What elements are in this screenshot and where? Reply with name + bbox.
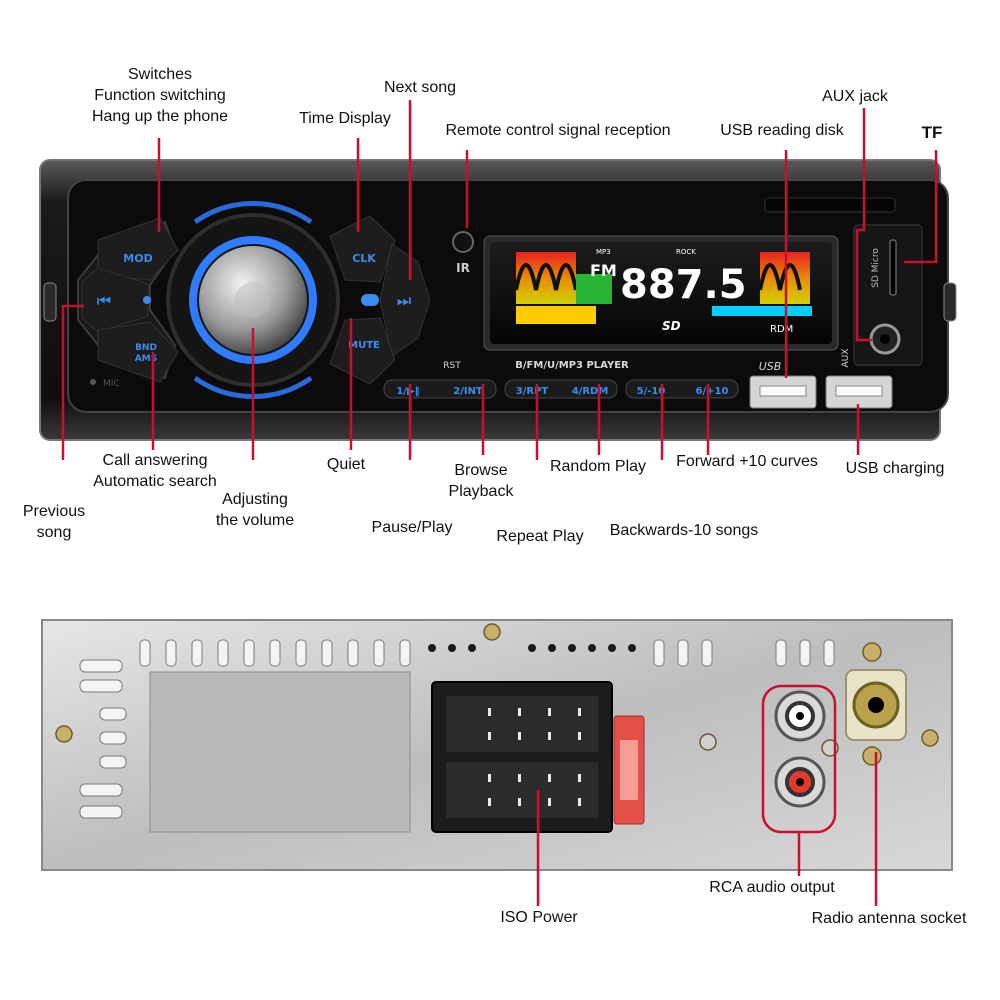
label-quiet: Quiet <box>326 456 366 473</box>
mod-label: MOD <box>123 252 152 265</box>
next-button[interactable] <box>379 243 431 357</box>
lcd-rock: ROCK <box>676 248 696 256</box>
ir-label: IR <box>456 261 470 275</box>
preset-bar-3[interactable] <box>625 379 739 399</box>
prev-button[interactable] <box>81 267 149 333</box>
label-time-display: Time Display <box>299 110 391 127</box>
preset-bar-2[interactable] <box>504 379 618 399</box>
preset-4: 4/RDM <box>572 386 609 397</box>
label-usb-charging: USB charging <box>845 460 945 477</box>
preset-6: 6/+10 <box>696 386 729 397</box>
clk-label: CLK <box>352 252 376 265</box>
mute-label: MUTE <box>348 340 380 351</box>
label-rca-output: RCA audio output <box>709 879 835 896</box>
back-plate-inset <box>149 671 411 833</box>
back-callouts <box>536 684 878 906</box>
lcd-mp3: MP3 <box>596 248 611 256</box>
label-next-song: Next song <box>383 79 457 96</box>
label-repeat-play: Repeat Play <box>496 528 584 545</box>
player-label: B/FM/U/MP3 PLAYER <box>515 360 629 371</box>
label-forward-curves: Forward +10 curves <box>676 453 818 470</box>
mic-label: MIC <box>103 379 120 389</box>
lcd-fm: FM <box>590 261 617 280</box>
usb-label: USB <box>759 360 782 373</box>
clk-button[interactable] <box>329 215 396 283</box>
volume-knob[interactable] <box>199 246 307 354</box>
label-tf: TF <box>921 123 943 142</box>
label-usb-reading: USB reading disk <box>720 122 844 139</box>
front-panel-illustration: MOD BND AMS CLK MUTE ⏮ ⏭ MIC IR FM 887.5… <box>39 100 957 460</box>
eq-left <box>514 252 612 324</box>
prev-icon: ⏮ <box>97 291 111 310</box>
led-arc-top <box>193 201 313 225</box>
label-antenna-socket: Radio antenna socket <box>811 910 967 927</box>
label-aux-jack: AUX jack <box>822 88 888 105</box>
rst-label: RST <box>443 361 461 371</box>
iso-connector[interactable] <box>431 681 613 833</box>
label-pause-play: Pause/Play <box>371 519 453 536</box>
vent-slots-left <box>79 659 127 819</box>
rca-outputs[interactable] <box>774 690 826 808</box>
lcd-rdm: RDM <box>770 324 793 335</box>
mic-hole <box>90 379 96 385</box>
lcd-sd: SD <box>662 319 681 333</box>
next-icon: ⏭ <box>397 291 411 310</box>
preset-1: 1/▶‖ <box>396 386 419 397</box>
preset-bar-1[interactable] <box>383 379 497 399</box>
bnd-ams-button[interactable] <box>97 321 179 383</box>
lcd-frequency: 887.5 <box>620 262 747 308</box>
top-slot <box>764 197 896 213</box>
label-backwards-songs: Backwards-10 songs <box>609 522 759 539</box>
back-panel-illustration <box>41 619 953 906</box>
label-random-play: Random Play <box>549 458 647 475</box>
ir-sensor <box>452 231 474 253</box>
bnd-label: BND <box>135 343 157 353</box>
vent-holes <box>428 644 636 652</box>
mute-button[interactable] <box>329 317 396 385</box>
vent-slots-top <box>139 639 835 667</box>
right-clip <box>943 282 957 322</box>
label-remote-signal: Remote control signal reception <box>445 122 671 139</box>
preset-5: 5/-10 <box>637 386 666 397</box>
preset-2: 2/INT <box>453 386 483 397</box>
front-callouts <box>61 100 938 460</box>
tf-slot[interactable] <box>889 239 897 296</box>
aux-label: AUX <box>841 349 851 368</box>
sd-micro-label: SD Micro <box>871 248 881 288</box>
ams-label: AMS <box>135 354 157 364</box>
antenna-socket[interactable] <box>845 669 907 741</box>
label-iso-power: ISO Power <box>500 909 578 926</box>
side-strip <box>853 224 923 366</box>
preset-3: 3/RPT <box>516 386 549 397</box>
left-clip <box>43 282 57 322</box>
